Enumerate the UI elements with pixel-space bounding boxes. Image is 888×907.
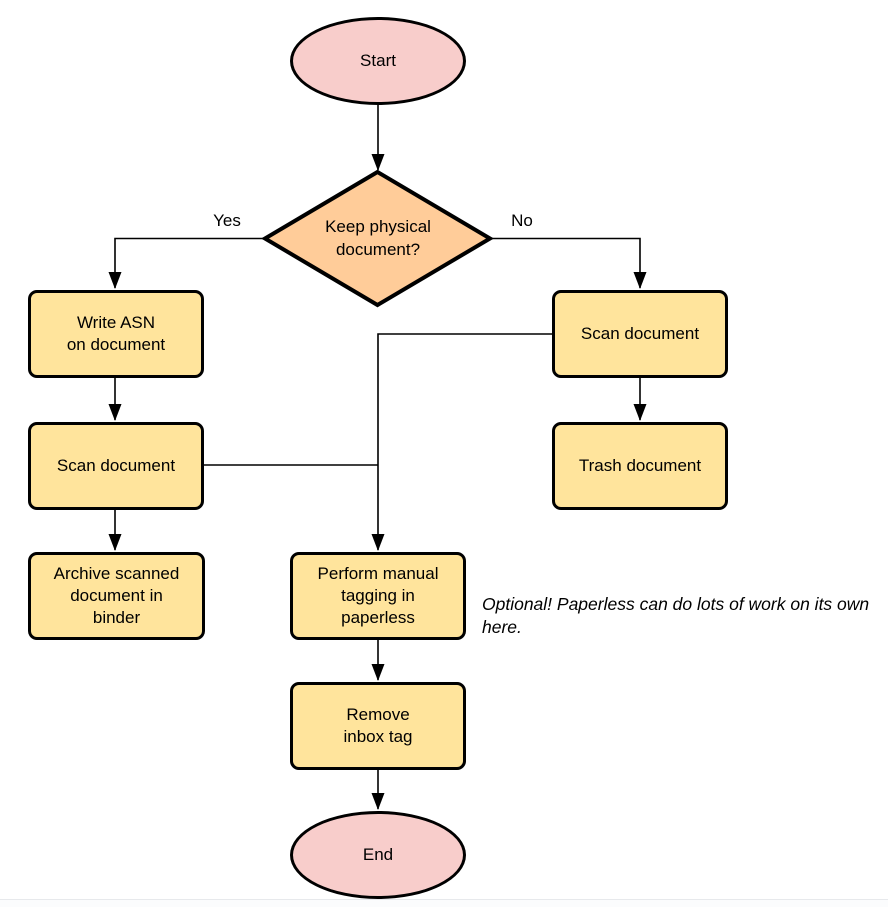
node-archive: Archive scanned document in binder [28,552,205,640]
canvas-bottom-edge [0,899,888,907]
node-trash-label: Trash document [578,455,702,475]
node-tagging-label: Perform manual tagging in paperless [317,563,439,628]
node-scan-document-left-label: Scan document [56,455,176,475]
edge-label-no: No [511,211,533,230]
node-remove-inbox-tag-label: Remove inbox tag [343,704,413,746]
node-start-label: Start [360,50,396,70]
node-end: End [290,811,466,899]
node-scan-document-right: Scan document [552,290,728,378]
node-remove-inbox-tag: Remove inbox tag [290,682,466,770]
node-trash: Trash document [552,422,728,510]
node-decision-label: Keep physical document? [325,217,431,259]
node-archive-label: Archive scanned document in binder [53,563,180,628]
connector-scan-right-to-tagging [371,333,552,551]
node-end-label: End [362,844,394,864]
node-tagging: Perform manual tagging in paperless [290,552,466,640]
note-optional: Optional! Paperless can do lots of work … [482,594,870,638]
node-decision-shape [261,169,494,308]
node-write-asn-label: Write ASN on document [66,312,166,354]
node-start: Start [290,17,466,105]
node-scan-document-right-label: Scan document [580,323,700,343]
node-write-asn: Write ASN on document [28,290,204,378]
connector-decision-yes-to-write-asn [108,237,265,289]
connector-decision-no-to-scan-right [490,237,647,289]
node-scan-document-left: Scan document [28,422,204,510]
edge-label-yes: Yes [213,211,241,230]
